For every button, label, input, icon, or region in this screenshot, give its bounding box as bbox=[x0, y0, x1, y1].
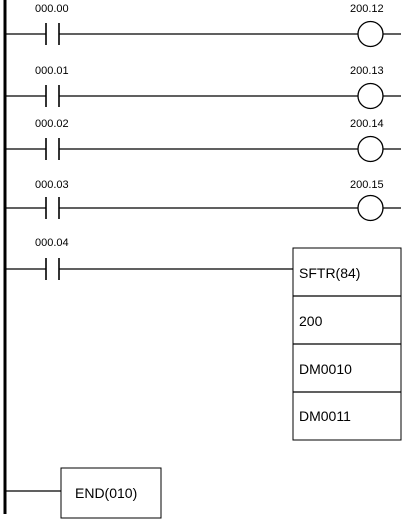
instruction-name: SFTR(84) bbox=[299, 265, 360, 281]
output-coil bbox=[357, 82, 384, 110]
output-coil bbox=[357, 194, 384, 222]
contact-address: 000.01 bbox=[35, 65, 69, 77]
operand-2: DM0010 bbox=[299, 361, 352, 377]
output-coil bbox=[357, 20, 384, 48]
end-instruction: END(010) bbox=[75, 485, 137, 501]
rung-sftr: 000.04 SFTR(84) 200 DM0010 DM0011 bbox=[5, 237, 402, 441]
rung-0: 000.00 200.12 bbox=[5, 3, 401, 48]
end-block bbox=[60, 467, 162, 519]
contact-address: 000.00 bbox=[35, 3, 69, 15]
rung-end: END(010) bbox=[5, 467, 162, 519]
coil-address: 200.14 bbox=[350, 118, 384, 130]
coil-address: 200.15 bbox=[350, 179, 384, 191]
output-coil bbox=[357, 135, 384, 163]
rung-3: 000.03 200.15 bbox=[5, 179, 401, 222]
coil-address: 200.13 bbox=[350, 65, 384, 77]
contact-address: 000.03 bbox=[35, 179, 69, 191]
operand-1: 200 bbox=[299, 313, 323, 329]
coil-address: 200.12 bbox=[350, 3, 384, 15]
operand-3: DM0011 bbox=[299, 408, 351, 424]
contact-address: 000.04 bbox=[35, 237, 69, 249]
rung-2: 000.02 200.14 bbox=[5, 118, 401, 163]
contact-address: 000.02 bbox=[35, 118, 69, 130]
rung-1: 000.01 200.13 bbox=[5, 65, 401, 110]
